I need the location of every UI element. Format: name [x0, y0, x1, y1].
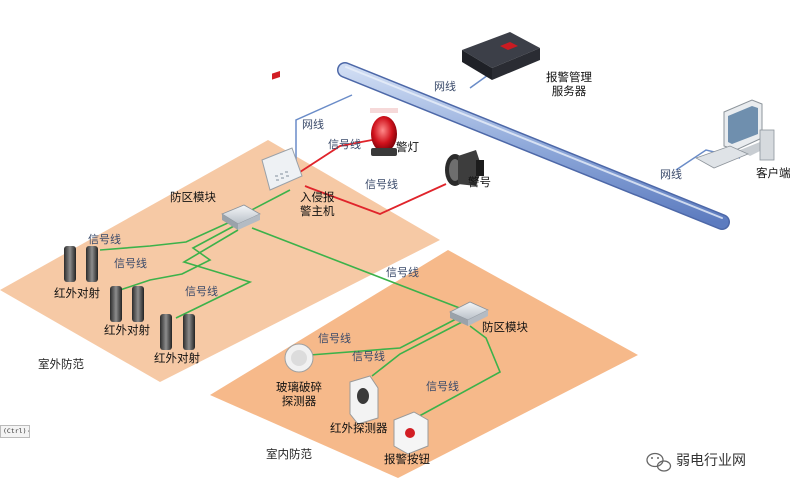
watermark: 弱电行业网 — [650, 450, 746, 470]
signal-label: 信号线 — [386, 266, 419, 279]
intrusion-host-icon — [261, 71, 303, 191]
signal-label: 信号线 — [328, 138, 361, 151]
ir-beam-pair-1-icon — [64, 246, 98, 282]
indoor-zone-label: 室内防范 — [266, 447, 312, 461]
alarm-server-icon — [462, 32, 540, 80]
network-pipe — [337, 62, 730, 230]
ir-beam-label: 红外对射 — [104, 323, 150, 337]
ir-beam-label: 红外对射 — [54, 286, 100, 300]
ir-beam-label: 红外对射 — [154, 351, 200, 365]
ctrl-paste-tag[interactable]: (Ctrl)· — [0, 425, 30, 438]
zone-module-indoor-icon — [449, 301, 489, 326]
siren-icon — [445, 150, 484, 186]
client-label: 客户端 — [756, 166, 791, 180]
glass-break-detector-icon — [284, 343, 314, 373]
glass-break-label: 玻璃破碎 探测器 — [276, 380, 322, 408]
outdoor-zone-label: 室外防范 — [38, 357, 84, 371]
ir-detector-icon — [349, 375, 379, 425]
indoor-zone-area — [210, 250, 638, 478]
client-computer-icon — [695, 99, 775, 169]
outdoor-zone-area — [0, 140, 440, 382]
alarm-button-icon — [393, 411, 429, 455]
signal-label: 信号线 — [114, 257, 147, 270]
network-label: 网线 — [660, 168, 682, 181]
ir-detector-label: 红外探测器 — [330, 421, 388, 435]
warning-light-label: 警灯 — [396, 140, 419, 154]
signal-label: 信号线 — [88, 233, 121, 246]
signal-label: 信号线 — [185, 285, 218, 298]
red-signal-lines — [299, 139, 447, 215]
warning-light-icon — [370, 108, 398, 156]
signal-label: 信号线 — [318, 332, 351, 345]
zone-module-indoor-label: 防区模块 — [482, 320, 528, 334]
signal-label: 信号线 — [352, 350, 385, 363]
network-label: 网线 — [302, 118, 324, 131]
ir-beam-pair-2-icon — [110, 286, 144, 322]
ir-beam-pair-3-icon — [160, 314, 195, 350]
signal-label: 信号线 — [426, 380, 459, 393]
watermark-text: 弱电行业网 — [676, 453, 746, 469]
zone-module-outdoor-icon — [221, 204, 261, 230]
server-label: 报警管理 服务器 — [546, 70, 592, 98]
intrusion-host-label: 入侵报 警主机 — [300, 190, 335, 218]
signal-label: 信号线 — [365, 178, 398, 191]
wechat-logo-icon — [646, 452, 672, 472]
network-label: 网线 — [434, 80, 456, 93]
siren-label: 警号 — [468, 175, 491, 189]
zone-module-outdoor-label: 防区模块 — [170, 190, 216, 204]
alarm-button-label: 报警按钮 — [384, 452, 430, 466]
